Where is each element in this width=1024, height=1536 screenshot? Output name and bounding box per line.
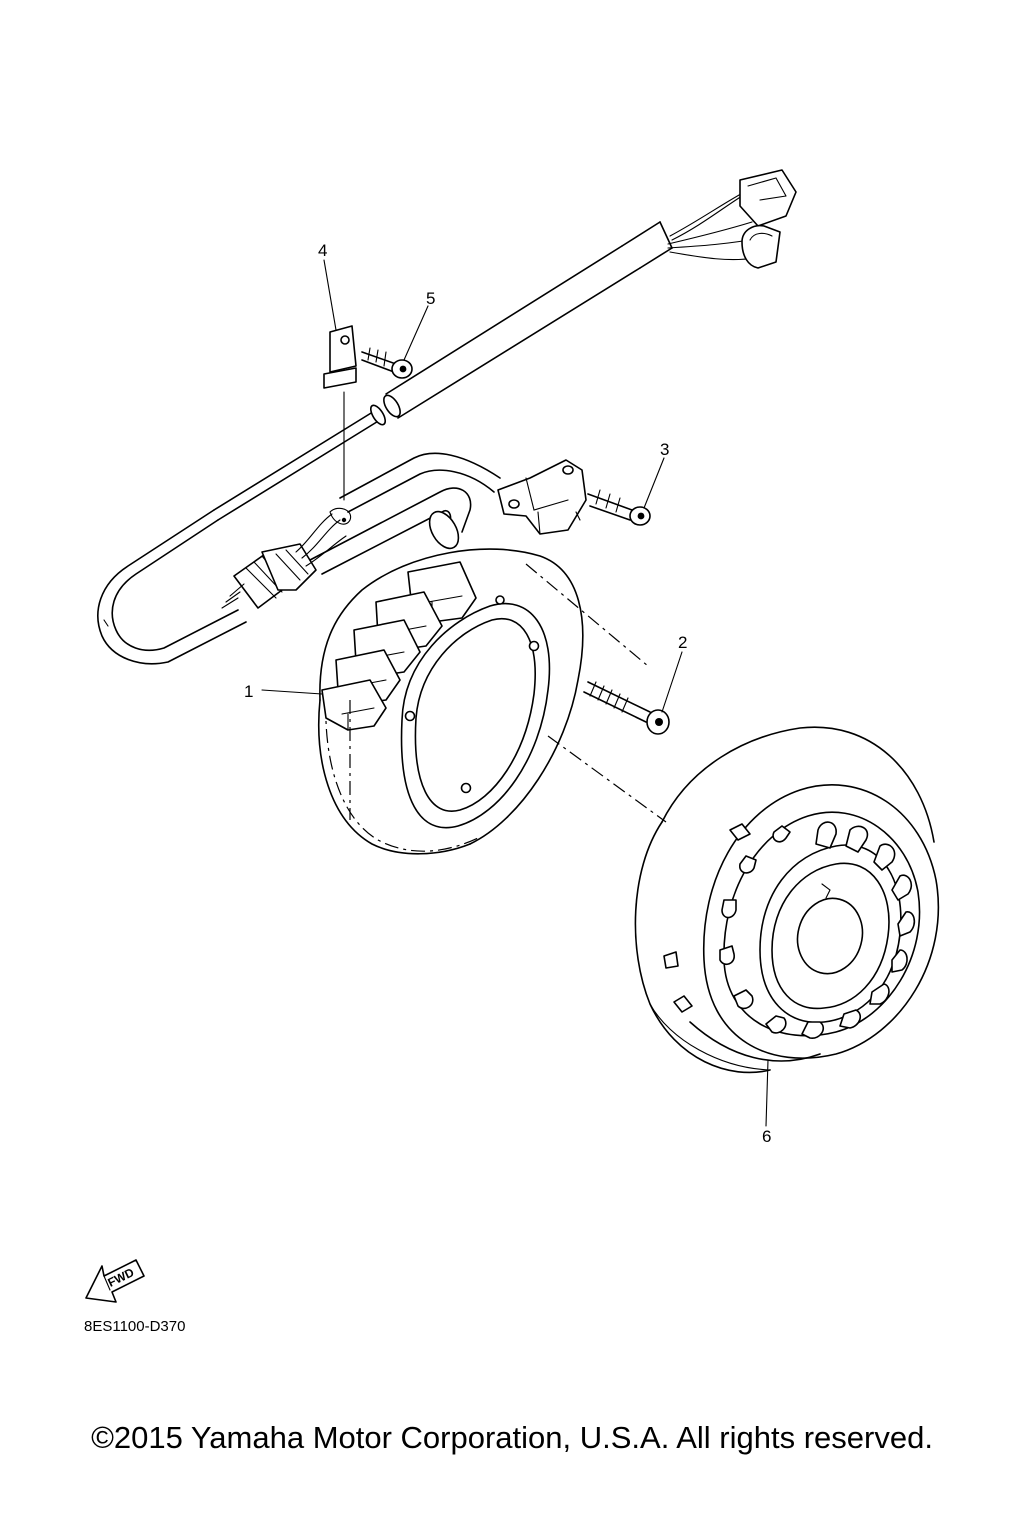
callout-4: 4	[318, 241, 327, 260]
callout-1: 1	[244, 682, 253, 701]
callout-3: 3	[660, 440, 669, 459]
stator	[317, 548, 584, 855]
clamp-4	[323, 325, 357, 501]
copyright-notice: ©2015 Yamaha Motor Corporation, U.S.A. A…	[91, 1420, 933, 1455]
callout-6: 6	[762, 1127, 771, 1146]
bolt-3	[587, 489, 651, 526]
diagram-code: 8ES1100-D370	[84, 1318, 186, 1335]
fwd-arrow-icon: FWD	[85, 1259, 145, 1303]
bolt-2	[583, 681, 670, 735]
flywheel-rotor	[634, 726, 940, 1074]
wire-harness	[97, 169, 797, 665]
axis-line	[547, 735, 667, 823]
axis-line-2	[525, 563, 649, 667]
screw-5	[361, 347, 413, 379]
pickup-coil	[497, 459, 587, 535]
callout-2: 2	[678, 633, 687, 652]
leader-lines	[261, 259, 769, 1127]
callout-5: 5	[426, 289, 435, 308]
